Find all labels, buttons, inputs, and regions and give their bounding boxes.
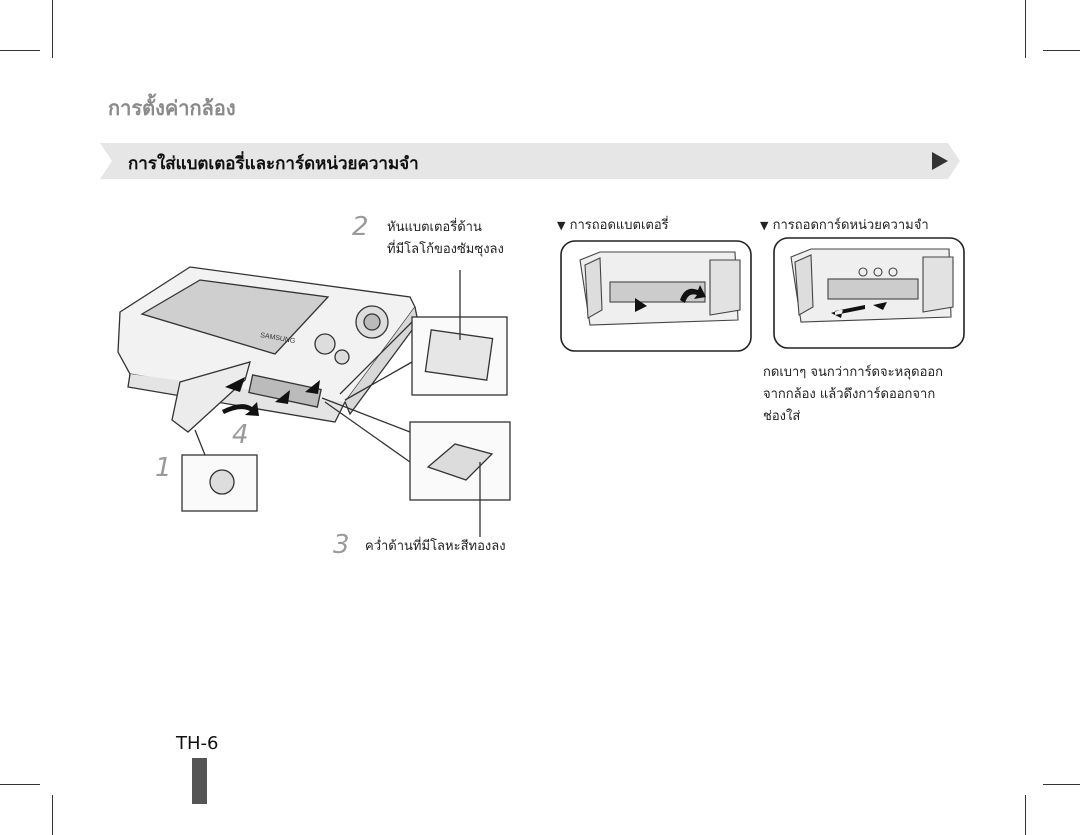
step-number-3: 3 [333, 530, 350, 560]
remove-battery-title: การถอดแบตเตอรี่ [569, 218, 669, 233]
next-arrow-icon [932, 152, 948, 170]
step-3-caption: คว่ำด้านที่มีโลหะสีทองลง [365, 539, 506, 554]
crop-mark [52, 795, 53, 835]
step-2-caption-line-1: หันแบตเตอรี่ด้าน [387, 220, 482, 235]
crop-mark [1043, 784, 1080, 785]
crop-mark [1025, 0, 1026, 58]
crop-mark [0, 784, 40, 785]
page-tab-marker [192, 758, 207, 804]
chapter-title: การตั้งค่ากล้อง [108, 96, 236, 120]
crop-mark [1043, 50, 1080, 51]
remove-card-illustration [773, 237, 965, 349]
remove-card-title: การถอดการ์ดหน่วยความจำ [772, 218, 929, 233]
section-banner [100, 143, 960, 179]
remove-battery-heading: ▼ การถอดแบตเตอรี่ [557, 214, 669, 235]
crop-mark [52, 0, 53, 58]
step-number-2: 2 [352, 212, 369, 242]
section-title: การใส่แบตเตอรี่และการ์ดหน่วยความจำ [128, 154, 419, 174]
crop-mark [0, 50, 40, 51]
triangle-down-icon: ▼ [557, 219, 566, 232]
step-2-caption-line-2: ที่มีโลโก้ของซัมซุงลง [387, 242, 504, 257]
page-number: TH-6 [176, 733, 219, 754]
remove-battery-illustration [560, 240, 752, 352]
triangle-down-icon: ▼ [760, 219, 769, 232]
remove-card-heading: ▼ การถอดการ์ดหน่วยความจำ [760, 214, 929, 235]
crop-mark [1025, 795, 1026, 835]
step-number-1: 1 [155, 453, 172, 483]
step-number-4: 4 [232, 420, 249, 450]
remove-card-caption-line-2: จากกล้อง แล้วดึงการ์ดออกจาก [763, 387, 936, 402]
remove-card-caption-line-1: กดเบาๆ จนกว่าการ์ดจะหลุดออก [763, 365, 944, 380]
remove-card-caption-line-3: ช่องใส่ [763, 409, 801, 424]
camera-illustration: SAMSUNG [117, 266, 511, 537]
